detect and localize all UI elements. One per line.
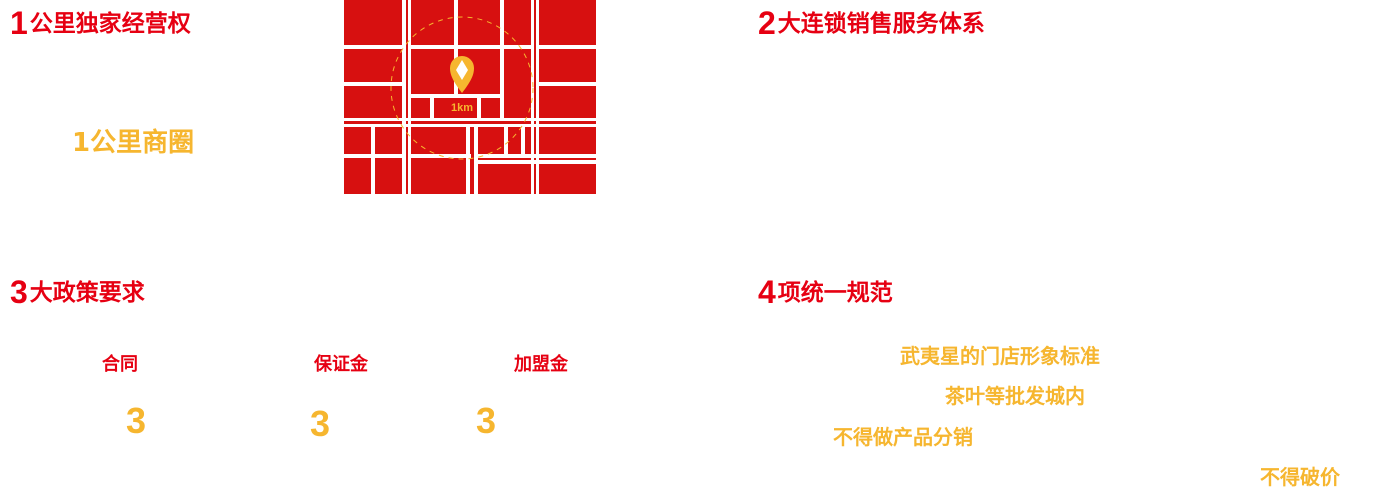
rule-item: 不得做产品分销 <box>833 425 973 449</box>
policy-label-franchise-fee: 加盟金 <box>514 354 568 375</box>
policy-value-contract: 3 <box>126 400 147 441</box>
section-number: 2 <box>758 5 776 41</box>
distance-label: 1km <box>451 102 473 114</box>
policy-label-deposit: 保证金 <box>314 354 368 375</box>
section-title: 公里独家经营权 <box>29 11 191 37</box>
section-4-heading: 4项统一规范 <box>758 273 893 311</box>
rule-item: 茶叶等批发城内 <box>945 384 1085 408</box>
radius-circle <box>390 16 534 160</box>
section-2-heading: 2大连锁销售服务体系 <box>758 4 985 42</box>
section-1-heading: 1公里独家经营权 <box>10 4 191 42</box>
section-3-heading: 3大政策要求 <box>10 273 145 311</box>
section-number: 4 <box>758 274 776 310</box>
policy-label-contract: 合同 <box>102 354 138 375</box>
section-title: 大政策要求 <box>29 280 145 306</box>
section-title: 项统一规范 <box>777 280 893 306</box>
business-circle-label: 1公里商圈 <box>72 128 195 158</box>
section-title: 大连锁销售服务体系 <box>777 11 985 37</box>
business-circle-map: 1km <box>344 0 596 194</box>
policy-value-deposit: 3 <box>310 403 331 444</box>
rule-item: 武夷星的门店形象标准 <box>900 344 1100 368</box>
section-number: 1 <box>10 5 28 41</box>
rule-item: 不得破价 <box>1260 465 1340 489</box>
policy-value-franchise-fee: 3 <box>476 400 497 441</box>
location-pin-icon <box>450 56 474 93</box>
section-number: 3 <box>10 274 28 310</box>
